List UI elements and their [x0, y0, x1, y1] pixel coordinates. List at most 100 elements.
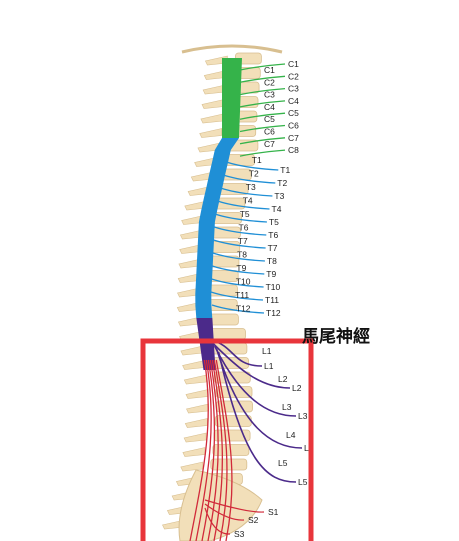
thoracic-nerve-label: T3 [274, 191, 284, 201]
thoracic-nerve-label: T7 [268, 243, 278, 253]
spinous-process [180, 461, 204, 472]
sacral-nerve-label: S1 [268, 507, 279, 517]
cervical-nerve-root [239, 63, 286, 71]
cervical-nerve-root [239, 124, 286, 133]
thoracic-nerve-root [217, 200, 270, 210]
thoracic-nerve-root [226, 161, 279, 171]
lumbar-vertebra-label: L3 [282, 402, 292, 412]
thoracic-nerve-label: T2 [277, 178, 287, 188]
cervical-nerve-root [239, 75, 286, 83]
vertebral-body [209, 328, 246, 340]
highlight-box [140, 338, 314, 541]
thoracic-nerve-root [214, 226, 267, 236]
cauda-equina-strand [215, 359, 233, 541]
thoracic-nerve-label: T5 [269, 217, 279, 227]
thoracic-nerve-root [213, 239, 266, 249]
thoracic-vertebra-label: T8 [237, 250, 247, 260]
lumbar-nerve-label: L1 [264, 361, 274, 371]
lumbar-vertebra-label: L2 [278, 374, 288, 384]
thoracic-vertebra-label: T10 [236, 277, 251, 287]
spinous-process [185, 389, 209, 399]
spinous-process [201, 99, 225, 109]
cervical-nerve-root [239, 87, 286, 96]
sacral-nerve-label: S2 [248, 515, 259, 525]
spinous-process [199, 128, 222, 138]
lumbar-vertebra-label: L4 [286, 430, 296, 440]
cervical-nerve-root [239, 137, 286, 145]
lumbar-nerve-root [215, 348, 303, 449]
thoracic-vertebra-label: T12 [236, 304, 251, 314]
spinous-process [202, 84, 226, 95]
thoracic-vertebra-label: T9 [236, 263, 246, 273]
thoracic-nerve-root [211, 304, 265, 314]
thoracic-vertebra-label: T6 [239, 223, 249, 233]
spinous-process [200, 113, 224, 124]
cervical-nerve-label: C8 [288, 145, 299, 155]
lumbar-vertebra-label: L1 [262, 346, 272, 356]
spinous-process [182, 360, 205, 370]
cervical-nerve-root [239, 149, 286, 157]
cauda-equina-strand [189, 359, 209, 541]
thoracic-nerve-root [223, 174, 276, 184]
thoracic-nerve-label: T6 [268, 230, 278, 240]
spinous-process [182, 447, 206, 457]
cervical-vertebra-label: C6 [264, 127, 275, 137]
spinous-process [180, 345, 204, 356]
cauda-equina-strand [207, 359, 219, 541]
watermark-text: 头条@问答 [390, 515, 440, 528]
cervical-vertebra-label: C4 [264, 102, 275, 112]
thoracic-vertebra-label: T5 [240, 209, 250, 219]
spinous-process [186, 403, 209, 414]
cervical-vertebra-label: C3 [264, 90, 275, 100]
cauda-equina-strand [195, 359, 212, 541]
watermark: 头条@问答 [373, 514, 440, 528]
vertebral-body [210, 458, 248, 471]
thoracic-nerve-root [211, 278, 264, 288]
cervical-nerve-root [239, 112, 286, 120]
vertebral-body [206, 299, 238, 311]
lumbar-nerve-root [213, 345, 297, 417]
sacral-nerve-root [204, 507, 231, 535]
spinous-process [183, 374, 207, 385]
thoracic-nerve-label: T12 [266, 308, 281, 318]
lumbar-nerve-root [217, 351, 297, 483]
thoracic-nerve-root [212, 252, 265, 262]
thoracic-nerve-label: T4 [272, 204, 282, 214]
cauda-equina-annotation: 馬尾神經 [302, 326, 370, 347]
cervical-vertebra-label: C5 [264, 114, 275, 124]
cervical-nerve-label: C4 [288, 96, 299, 106]
spinous-process [183, 432, 207, 443]
thoracic-nerve-root [210, 291, 264, 301]
cervical-cord [222, 58, 242, 138]
segment-labels: C1C2C3C4C5C6C7C8C1C2C3C4C5C6C7T1T2T3T4T5… [234, 59, 314, 539]
thoracic-nerve-label: T1 [280, 165, 290, 175]
cauda-equina-strand [213, 359, 228, 541]
thoracic-vertebra-label: T4 [243, 196, 253, 206]
conus-medullaris [196, 318, 216, 370]
vertebral-body [207, 284, 238, 297]
lumbar-nerve-label: L2 [292, 383, 302, 393]
thoracic-vertebra-label: T7 [238, 236, 248, 246]
skull-base [181, 44, 283, 54]
sacral-nerve-label: S3 [234, 529, 245, 539]
cervical-nerve-label: C2 [288, 71, 299, 81]
thoracic-vertebra-label: T2 [249, 169, 259, 179]
cervical-vertebra-label: C2 [264, 77, 275, 87]
cauda-equina-strand [211, 359, 224, 541]
thoracic-nerve-root [212, 265, 265, 275]
cervical-nerve-label: C5 [288, 108, 299, 118]
cauda-equina-strand [201, 359, 216, 541]
thoracic-nerve-label: T11 [265, 295, 279, 305]
spinous-process [184, 418, 208, 428]
sacral-nerve-root [204, 503, 245, 521]
sacral-nerve-root [204, 499, 265, 513]
cervical-nerve-label: C3 [288, 84, 299, 94]
watermark-logo-icon [373, 514, 387, 528]
lumbar-nerve-root [212, 342, 291, 389]
cervical-nerve-label: C1 [288, 59, 299, 69]
spinal-nerves [204, 63, 303, 535]
thoracic-vertebra-label: T1 [252, 155, 262, 165]
spinal-cord [189, 58, 242, 541]
thoracic-vertebra-label: T11 [235, 290, 249, 300]
